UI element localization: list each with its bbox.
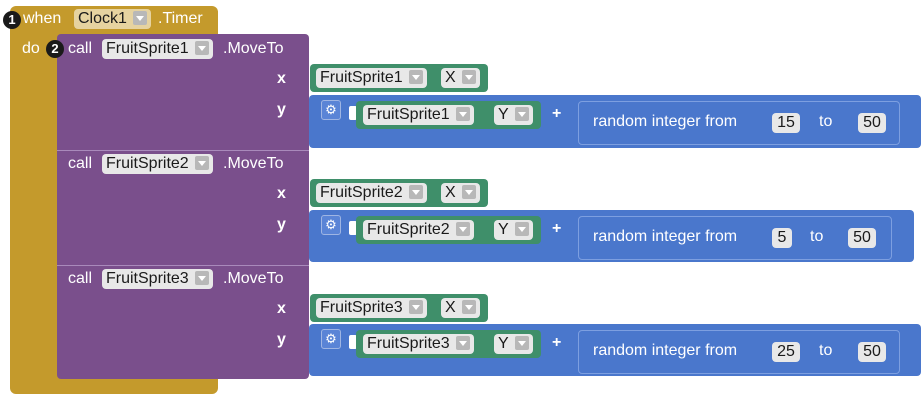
chevron-down-icon xyxy=(455,222,470,236)
chevron-down-icon xyxy=(194,156,209,170)
random-integer-label-2: random integer from xyxy=(593,228,738,245)
random-to-value-2[interactable]: 50 xyxy=(848,228,876,248)
x-getter-prop-2: X xyxy=(445,184,456,201)
chevron-down-icon xyxy=(514,222,529,236)
timer-event-name: .Timer xyxy=(158,10,203,27)
x-getter-prop-dropdown-1[interactable]: X xyxy=(441,68,480,88)
chevron-down-icon xyxy=(194,41,209,55)
chevron-down-icon xyxy=(408,300,423,314)
y-getter-prop-3: Y xyxy=(498,335,509,352)
random-integer-block-2[interactable] xyxy=(578,216,892,260)
step-badge-1: 1 xyxy=(3,11,21,29)
plus-operator-2: + xyxy=(552,220,562,237)
x-getter-sprite-dropdown-3[interactable]: FruitSprite3 xyxy=(316,298,427,318)
chevron-down-icon xyxy=(408,70,423,84)
random-to-label-2: to xyxy=(810,228,824,245)
clock-component-name: Clock1 xyxy=(78,10,127,27)
call-label-1: call xyxy=(68,40,93,57)
y-getter-sprite-dropdown-3[interactable]: FruitSprite3 xyxy=(363,334,474,354)
sprite-dropdown-3[interactable]: FruitSprite3 xyxy=(102,269,213,289)
do-label: do xyxy=(22,40,40,57)
y-getter-prop-dropdown-2[interactable]: Y xyxy=(494,220,533,240)
x-getter-sprite-1: FruitSprite1 xyxy=(320,69,403,86)
plus-operator-1: + xyxy=(552,105,562,122)
addend-socket-1 xyxy=(349,106,357,120)
random-integer-block-1[interactable] xyxy=(578,101,900,145)
sprite-name-3: FruitSprite3 xyxy=(106,270,189,287)
y-getter-prop-dropdown-3[interactable]: Y xyxy=(494,334,533,354)
sprite-dropdown-1[interactable]: FruitSprite1 xyxy=(102,39,213,59)
x-param-label-1: x xyxy=(277,70,286,87)
chevron-down-icon xyxy=(514,336,529,350)
y-getter-sprite-dropdown-2[interactable]: FruitSprite2 xyxy=(363,220,474,240)
gear-icon[interactable]: ⚙ xyxy=(321,329,341,349)
step-badge-2: 2 xyxy=(46,40,64,58)
chevron-down-icon xyxy=(461,185,476,199)
x-getter-prop-dropdown-3[interactable]: X xyxy=(441,298,480,318)
x-getter-sprite-dropdown-2[interactable]: FruitSprite2 xyxy=(316,183,427,203)
method-name-3: .MoveTo xyxy=(223,270,284,287)
y-param-label-1: y xyxy=(277,101,286,118)
x-getter-prop-dropdown-2[interactable]: X xyxy=(441,183,480,203)
y-getter-prop-1: Y xyxy=(498,106,509,123)
plus-operator-3: + xyxy=(552,334,562,351)
random-integer-block-3[interactable] xyxy=(578,330,900,374)
y-getter-sprite-2: FruitSprite2 xyxy=(367,221,450,238)
random-integer-label-1: random integer from xyxy=(593,113,738,130)
method-name-2: .MoveTo xyxy=(223,155,284,172)
y-getter-sprite-dropdown-1[interactable]: FruitSprite1 xyxy=(363,105,474,125)
sprite-dropdown-2[interactable]: FruitSprite2 xyxy=(102,154,213,174)
x-param-label-2: x xyxy=(277,185,286,202)
random-to-label-1: to xyxy=(819,113,833,130)
random-from-value-1[interactable]: 15 xyxy=(772,113,800,133)
y-getter-prop-2: Y xyxy=(498,221,509,238)
random-from-value-3[interactable]: 25 xyxy=(772,342,800,362)
y-getter-sprite-3: FruitSprite3 xyxy=(367,335,450,352)
chevron-down-icon xyxy=(461,300,476,314)
chevron-down-icon xyxy=(408,185,423,199)
y-getter-prop-dropdown-1[interactable]: Y xyxy=(494,105,533,125)
x-getter-sprite-2: FruitSprite2 xyxy=(320,184,403,201)
call-label-3: call xyxy=(68,270,93,287)
x-getter-sprite-3: FruitSprite3 xyxy=(320,299,403,316)
call-label-2: call xyxy=(68,155,93,172)
x-getter-sprite-dropdown-1[interactable]: FruitSprite1 xyxy=(316,68,427,88)
chevron-down-icon xyxy=(514,107,529,121)
chevron-down-icon xyxy=(132,11,147,25)
x-param-label-3: x xyxy=(277,300,286,317)
random-to-value-1[interactable]: 50 xyxy=(858,113,886,133)
random-integer-label-3: random integer from xyxy=(593,342,738,359)
random-to-label-3: to xyxy=(819,342,833,359)
clock-component-dropdown[interactable]: Clock1 xyxy=(74,9,151,29)
when-label: when xyxy=(23,10,62,27)
random-to-value-3[interactable]: 50 xyxy=(858,342,886,362)
addend-socket-3 xyxy=(349,335,357,349)
y-param-label-2: y xyxy=(277,216,286,233)
sprite-name-1: FruitSprite1 xyxy=(106,40,189,57)
chevron-down-icon xyxy=(461,70,476,84)
method-name-1: .MoveTo xyxy=(223,40,284,57)
gear-icon[interactable]: ⚙ xyxy=(321,100,341,120)
random-from-value-2[interactable]: 5 xyxy=(772,228,792,248)
y-getter-sprite-1: FruitSprite1 xyxy=(367,106,450,123)
x-getter-prop-3: X xyxy=(445,299,456,316)
sprite-name-2: FruitSprite2 xyxy=(106,155,189,172)
y-param-label-3: y xyxy=(277,331,286,348)
gear-icon[interactable]: ⚙ xyxy=(321,215,341,235)
chevron-down-icon xyxy=(455,336,470,350)
chevron-down-icon xyxy=(455,107,470,121)
x-getter-prop-1: X xyxy=(445,69,456,86)
chevron-down-icon xyxy=(194,271,209,285)
addend-socket-2 xyxy=(349,221,357,235)
